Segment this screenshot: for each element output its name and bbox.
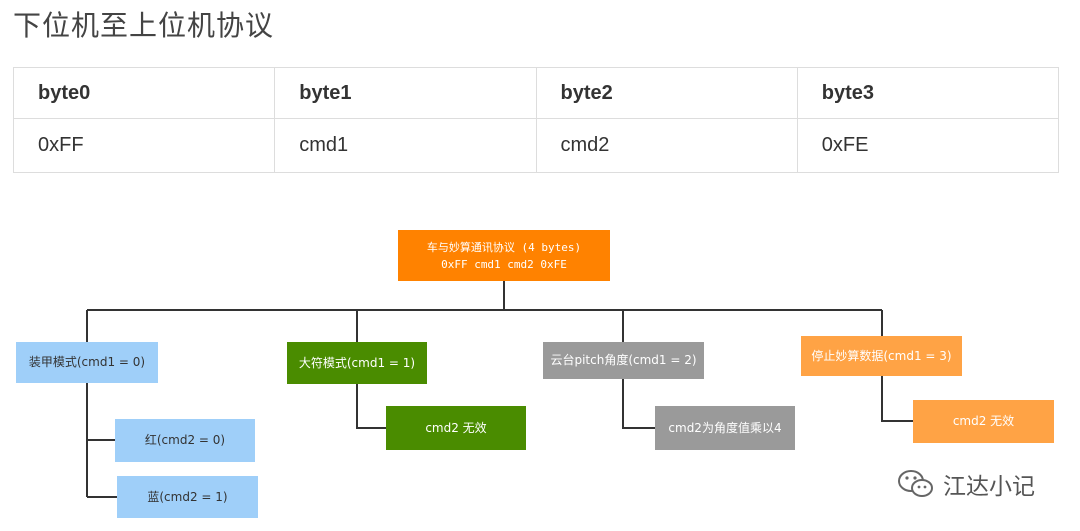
wechat-icon: [898, 470, 933, 497]
table-header-cell: byte0: [12, 66, 276, 120]
connector-pitch-branch: [622, 379, 655, 429]
root-node: 车与妙算通讯协议 (4 bytes) 0xFF cmd1 cmd2 0xFE: [398, 230, 610, 281]
stop-data-node: 停止妙算数据(cmd1 = 3): [801, 336, 962, 376]
table-cell: cmd2: [535, 118, 798, 173]
connector-rune-branch: [356, 384, 386, 429]
watermark-text: 江达小记: [943, 474, 1035, 500]
connector-armor-branch: [86, 383, 117, 498]
table-cell: cmd1: [274, 118, 537, 173]
protocol-table: byte0 byte1 byte2 byte3 0xFF cmd1 cmd2 0…: [12, 66, 1060, 173]
table-header-row: byte0 byte1 byte2 byte3: [12, 66, 1060, 120]
table-header-cell: byte2: [535, 66, 798, 120]
stop-cmd2-node: cmd2 无效: [913, 400, 1054, 443]
page-title: 下位机至上位机协议: [13, 9, 275, 42]
armor-mode-node: 装甲模式(cmd1 = 0): [16, 342, 158, 383]
table-header-cell: byte3: [796, 66, 1060, 120]
pitch-angle-node: 云台pitch角度(cmd1 = 2): [543, 342, 704, 379]
connector-stop-branch: [881, 376, 913, 422]
root-node-title: 车与妙算通讯协议 (4 bytes): [426, 240, 582, 254]
table-cell: 0xFF: [12, 118, 276, 173]
pitch-cmd2-node: cmd2为角度值乘以4: [655, 406, 795, 450]
blue-node: 蓝(cmd2 = 1): [117, 476, 258, 518]
table-cell: 0xFE: [796, 118, 1060, 173]
watermark: 江达小记: [897, 466, 1035, 502]
red-node: 红(cmd2 = 0): [115, 419, 255, 462]
table-header-cell: byte1: [274, 66, 537, 120]
rune-cmd2-node: cmd2 无效: [386, 406, 526, 450]
root-node-frame: 0xFF cmd1 cmd2 0xFE: [441, 257, 567, 271]
table-row: 0xFF cmd1 cmd2 0xFE: [12, 118, 1060, 173]
rune-mode-node: 大符模式(cmd1 = 1): [287, 342, 427, 384]
